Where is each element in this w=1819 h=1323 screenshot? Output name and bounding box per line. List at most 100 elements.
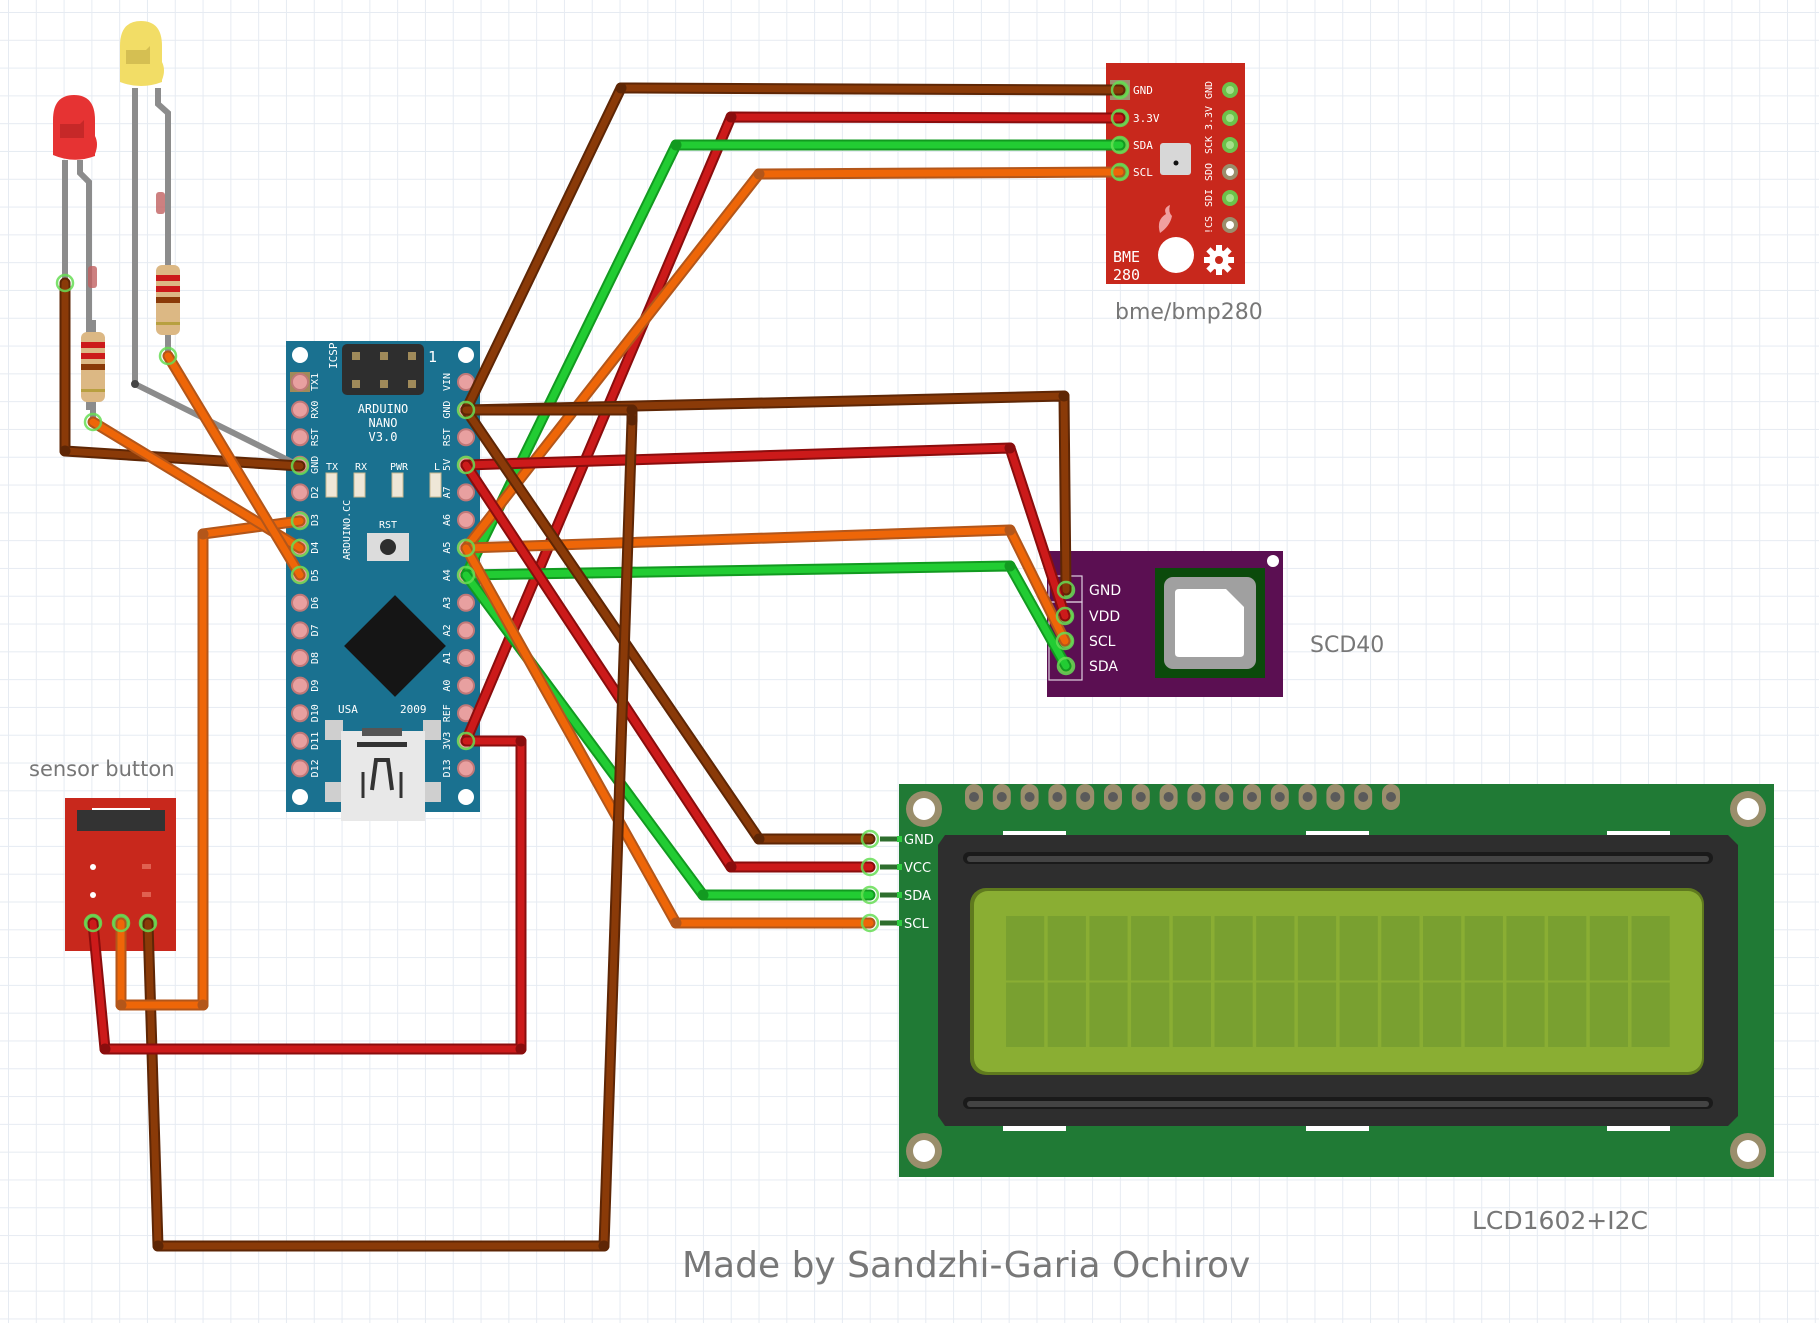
scd40-pin-label: GND — [1089, 583, 1121, 599]
nano-pin-d9[interactable]: D9 — [291, 676, 321, 695]
nano-pin-label: D10 — [310, 704, 321, 722]
lcd-header-pin — [1048, 784, 1067, 810]
wire-5v-scd40[interactable] — [460, 442, 1071, 622]
wire-scl-bme280[interactable] — [460, 166, 1126, 554]
wire-sda-lcd[interactable] — [460, 569, 876, 901]
connector-dot — [1110, 135, 1130, 155]
scd40-pin-label: SDA — [1089, 659, 1118, 675]
led-label-l: L — [434, 462, 440, 473]
wire-scl-lcd[interactable] — [460, 542, 876, 929]
nano-pin-d12[interactable]: D12 — [291, 759, 321, 777]
nano-pin-label: D11 — [310, 732, 321, 750]
lcd-pin-sda[interactable]: SDA — [880, 889, 931, 904]
wire-gnd-sensor-button[interactable] — [142, 404, 638, 1252]
nano-pin-a1[interactable]: A1 — [442, 649, 475, 667]
nano-pin-d11[interactable]: D11 — [291, 732, 321, 750]
touch-pad — [77, 810, 165, 831]
lcd-char-cell — [1089, 916, 1128, 981]
bme280-right-pin-sck[interactable]: SCK — [1204, 136, 1238, 154]
nano-pin-d13[interactable]: D13 — [442, 759, 475, 777]
wire-gnd-lcd[interactable] — [460, 404, 876, 845]
bme280-pin-label: SDO — [1204, 163, 1215, 181]
lcd-pin-label: GND — [904, 833, 934, 848]
led-yellow[interactable] — [120, 21, 171, 384]
led-yellow-anode-leg — [155, 88, 171, 270]
lcd-char-cell — [1172, 916, 1211, 981]
resistor-red[interactable] — [81, 320, 105, 422]
wire-3v3-sensor-button[interactable] — [87, 735, 527, 1055]
nano-pin-rst[interactable]: RST — [291, 428, 321, 446]
lcd-header-pin — [1187, 784, 1206, 810]
bme280-pin-label: 3.3V — [1204, 106, 1215, 130]
nano-pin-label: RST — [442, 428, 453, 446]
bme280-right-pin-3.3v[interactable]: 3.3V — [1204, 106, 1238, 130]
wire-signal-sensor-button[interactable] — [115, 515, 306, 1011]
lcd-char-cell — [1006, 982, 1045, 1047]
nano-pin-a7[interactable]: A7 — [442, 483, 475, 502]
board-title-line1: ARDUINO — [358, 402, 409, 416]
wire-gnd-scd40[interactable] — [460, 390, 1072, 596]
bme280-right-pin-gnd[interactable]: GND — [1204, 81, 1238, 99]
nano-pin-d6[interactable]: D6 — [291, 593, 321, 612]
led-red-symbol — [60, 120, 84, 138]
lcd-char-cell — [1631, 916, 1670, 981]
connector-dot — [158, 346, 178, 366]
bme280-pin-label: !CS — [1204, 216, 1215, 234]
connector-dot — [456, 400, 476, 420]
connector-dot — [860, 913, 880, 933]
led-label-tx: TX — [326, 462, 338, 473]
lcd-pin-vcc[interactable]: VCC — [880, 861, 931, 876]
led-red[interactable] — [53, 95, 97, 410]
nano-pin-label: D8 — [310, 652, 321, 664]
nano-pin-d8[interactable]: D8 — [291, 649, 321, 667]
connector-dot — [1055, 606, 1075, 626]
wire-sda-scd40[interactable] — [460, 560, 1072, 672]
reset-button[interactable] — [367, 533, 409, 561]
nano-pin-a2[interactable]: A2 — [442, 621, 475, 640]
wire-led-cathode-gnd[interactable] — [59, 277, 306, 472]
bme280-right-pin-cs[interactable]: !CS — [1204, 216, 1238, 234]
icsp-label: ICSP — [327, 342, 340, 369]
bme280-pin-label: 3.3V — [1133, 112, 1160, 125]
connector-dot — [860, 857, 880, 877]
lcd-char-cell — [1214, 916, 1253, 981]
nano-pin-tx1[interactable]: TX1 — [290, 372, 321, 392]
nano-pin-label: A1 — [442, 652, 453, 664]
connector-dot — [111, 913, 131, 933]
wire-scl-scd40[interactable] — [460, 524, 1071, 647]
bme280-right-pin-sdo[interactable]: SDO — [1204, 163, 1238, 181]
connector-dot — [456, 455, 476, 475]
nano-pin-rx0[interactable]: RX0 — [291, 401, 321, 419]
nano-pin-a6[interactable]: A6 — [442, 511, 475, 529]
resistor-yellow[interactable] — [156, 250, 180, 356]
lcd-pin-scl[interactable]: SCL — [880, 917, 929, 932]
lcd-char-cell — [1423, 982, 1462, 1047]
bme280-right-pin-sdi[interactable]: SDI — [1204, 189, 1238, 207]
status-leds: TX RX PWR L — [325, 462, 442, 498]
wire-5v-lcd[interactable] — [460, 459, 876, 873]
nano-pin-rst[interactable]: RST — [442, 428, 475, 446]
nano-pin-d7[interactable]: D7 — [291, 621, 321, 640]
nano-pin-label: RX0 — [310, 401, 321, 419]
wire-led-yellow-cathode-gnd[interactable] — [131, 380, 303, 469]
nano-pin-a0[interactable]: A0 — [442, 676, 475, 695]
lcd-header-pin — [1243, 784, 1261, 810]
nano-pin-a3[interactable]: A3 — [442, 593, 475, 612]
lcd-char-cell — [1256, 916, 1295, 981]
wire-sda-bme280[interactable] — [460, 139, 1126, 581]
lcd-character-grid — [1006, 916, 1670, 1047]
author-credit: Made by Sandzhi-Garia Ochirov — [682, 1245, 1251, 1286]
lcd-pin-gnd[interactable]: GND — [880, 833, 934, 848]
nano-pin-d10[interactable]: D10 — [291, 704, 321, 722]
led-yellow-leg-marker — [156, 192, 165, 214]
connector-dot — [290, 511, 310, 531]
nano-pin-label: REF — [442, 704, 453, 722]
wire-led-yellow-d5[interactable] — [162, 350, 306, 581]
lcd1602-module[interactable]: GND VCC SDA SCL — [880, 784, 1774, 1177]
lcd-char-cell — [1297, 982, 1337, 1047]
wire-gnd-bme280[interactable] — [460, 82, 1126, 416]
lcd-char-cell — [1464, 916, 1503, 981]
nano-pin-d2[interactable]: D2 — [291, 483, 321, 502]
